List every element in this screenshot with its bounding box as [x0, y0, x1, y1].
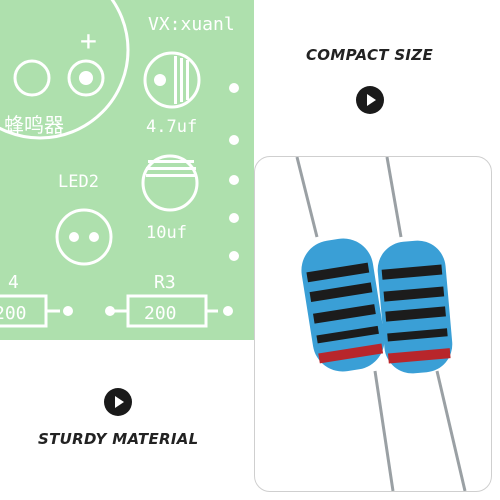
cap-stripes — [146, 56, 196, 177]
feature-label: COMPACT SIZE — [306, 46, 434, 64]
silkscreen-text: VX:xuanl + 蜂鸣器 4.7uf LED2 10uf 4 200 R3 … — [0, 14, 235, 324]
r4-label: 4 — [8, 272, 19, 293]
pad — [105, 306, 115, 316]
led-label: LED2 — [58, 172, 99, 192]
plus-label: + — [80, 24, 97, 57]
cap2-stripe — [146, 174, 196, 177]
pad — [229, 83, 239, 93]
pcb-board: VX:xuanl + 蜂鸣器 4.7uf LED2 10uf 4 200 R3 … — [0, 0, 254, 340]
lead — [295, 157, 319, 238]
buzzer-outline — [0, 0, 130, 140]
resistor-leads — [295, 157, 467, 491]
buzzer-label: 蜂鸣器 — [4, 113, 64, 137]
band-black — [306, 262, 370, 283]
cap1-outline — [143, 51, 201, 109]
cap2-stripe — [146, 167, 196, 170]
pad — [229, 213, 239, 223]
pad — [223, 306, 233, 316]
pad — [89, 232, 99, 242]
band-black — [387, 328, 448, 342]
r4-value: 200 — [0, 303, 27, 324]
cap1-label: 4.7uf — [146, 117, 197, 137]
pad — [69, 232, 79, 242]
buzzer-pin-ring-right — [67, 59, 105, 97]
pad — [79, 71, 93, 85]
cap2-label: 10uf — [146, 223, 187, 243]
band-black — [316, 325, 379, 344]
buzzer-pin-ring-left — [13, 59, 51, 97]
band-black — [313, 304, 376, 324]
resistor-photo-panel — [254, 156, 492, 492]
lead — [435, 370, 467, 491]
r3-label: R3 — [154, 272, 176, 293]
band-black — [383, 286, 445, 302]
cap1-stripe — [174, 56, 177, 104]
solder-pads — [63, 71, 239, 316]
play-icon[interactable] — [355, 86, 384, 114]
resistor-body — [377, 240, 453, 374]
band-black — [309, 282, 373, 302]
feature-compact-size: COMPACT SIZE — [306, 46, 433, 114]
pad — [63, 306, 73, 316]
feature-label: STURDY MATERIAL — [38, 430, 199, 448]
lead — [385, 157, 403, 238]
resistor-body — [301, 238, 385, 372]
play-icon[interactable] — [104, 388, 133, 416]
lead — [373, 370, 395, 491]
cap2-outline — [141, 154, 199, 212]
band-black — [385, 306, 446, 322]
r3-value: 200 — [144, 303, 177, 324]
pad — [229, 251, 239, 261]
cap2-stripe — [148, 160, 194, 163]
band-red — [387, 348, 451, 364]
cap1-stripe — [180, 58, 183, 102]
resistor-photo — [295, 157, 467, 491]
band-red — [318, 343, 384, 364]
pad — [229, 135, 239, 145]
cap1-stripe — [186, 60, 189, 100]
pad — [229, 175, 239, 185]
band-black — [381, 264, 443, 280]
led-outline — [55, 208, 113, 266]
feature-sturdy-material: STURDY MATERIAL — [38, 388, 199, 448]
pad — [154, 74, 166, 86]
vx-label: VX:xuanl — [148, 14, 235, 35]
